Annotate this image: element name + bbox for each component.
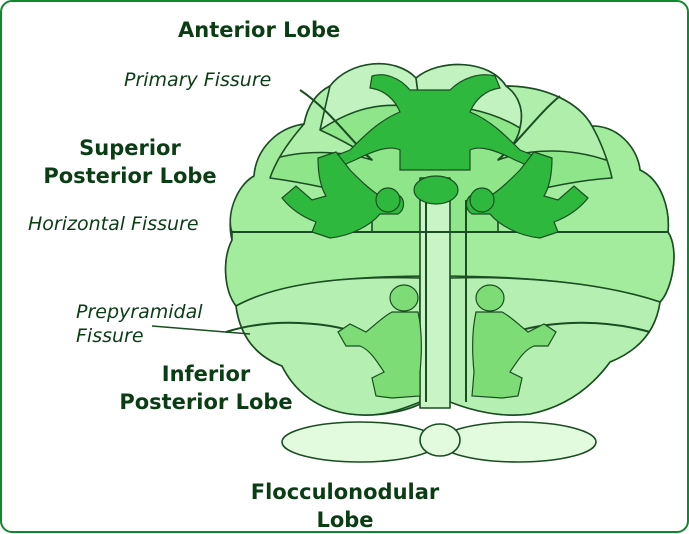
inferior-posterior-lobe-line1: Inferior xyxy=(161,362,251,386)
superior-homunculus-right xyxy=(465,151,589,239)
inferior-posterior-homunculi xyxy=(337,284,557,399)
inferior-homunculus-right-body xyxy=(471,311,557,399)
primary-fissure-label: Primary Fissure xyxy=(124,69,272,91)
inferior-homunculus-left-head xyxy=(389,284,419,312)
flocculonodular-shape xyxy=(281,421,597,463)
superior-posterior-homunculi xyxy=(281,151,589,239)
anterior-homunculus-body xyxy=(324,74,546,171)
superior-homunculus-right-head xyxy=(469,187,495,213)
flocculonodular-lobe-line1: Flocculonodular xyxy=(250,480,440,504)
superior-posterior-lobe-label: Superior Posterior Lobe xyxy=(30,134,230,190)
horizontal-fissure-label: Horizontal Fissure xyxy=(28,213,199,235)
anterior-homunculus-head xyxy=(413,175,459,205)
superior-homunculus-left-head xyxy=(375,187,401,213)
flocculus-left xyxy=(281,421,439,463)
anterior-lobe-label: Anterior Lobe xyxy=(178,18,341,42)
prepyramidal-leader xyxy=(151,325,251,335)
vermis xyxy=(419,177,451,409)
prepyramidal-fissure-line1: Prepyramidal xyxy=(76,301,203,323)
nodulus xyxy=(419,423,461,457)
prepyramidal-fissure-label: Prepyramidal Fissure xyxy=(76,300,203,348)
superior-homunculus-left xyxy=(281,151,405,239)
flocculonodular-lobe-line2: Lobe xyxy=(316,508,374,532)
anterior-folium-right-2 xyxy=(497,85,610,161)
inferior-posterior-lobe-line2: Posterior Lobe xyxy=(119,390,293,414)
superior-posterior-lobe-line2: Posterior Lobe xyxy=(43,164,217,188)
inferior-homunculus-left-body xyxy=(337,311,422,399)
inferior-posterior-lobe-label: Inferior Posterior Lobe xyxy=(106,360,306,416)
flocculonodular-lobe-label: Flocculonodular Lobe xyxy=(230,478,460,534)
anterior-homunculus xyxy=(324,74,546,205)
prepyramidal-fissure-line2: Fissure xyxy=(76,325,144,347)
flocculus-right xyxy=(439,421,597,463)
superior-posterior-lobe-line1: Superior xyxy=(79,136,181,160)
inferior-homunculus-right-head xyxy=(475,284,505,312)
